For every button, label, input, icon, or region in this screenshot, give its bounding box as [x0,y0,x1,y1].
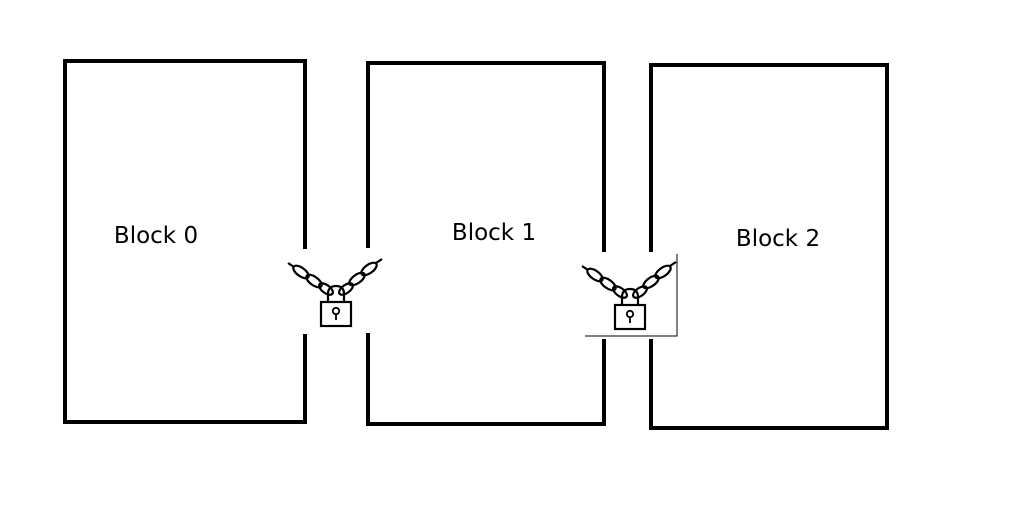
block-1: Block 1 [366,61,606,426]
block-0: Block 0 [63,59,307,424]
block-1-border [366,61,606,252]
block-2: Block 2 [649,63,889,430]
chain-padlock-icon [580,254,678,337]
block-1-border-bottom [366,333,606,426]
clip-frame [585,254,678,337]
chain-padlock-icon [286,257,384,328]
block-0-label: Block 0 [114,223,198,249]
block-2-label: Block 2 [736,226,820,252]
block-1-label: Block 1 [452,220,536,246]
block-0-border [63,59,307,424]
block-2-border [649,63,889,430]
